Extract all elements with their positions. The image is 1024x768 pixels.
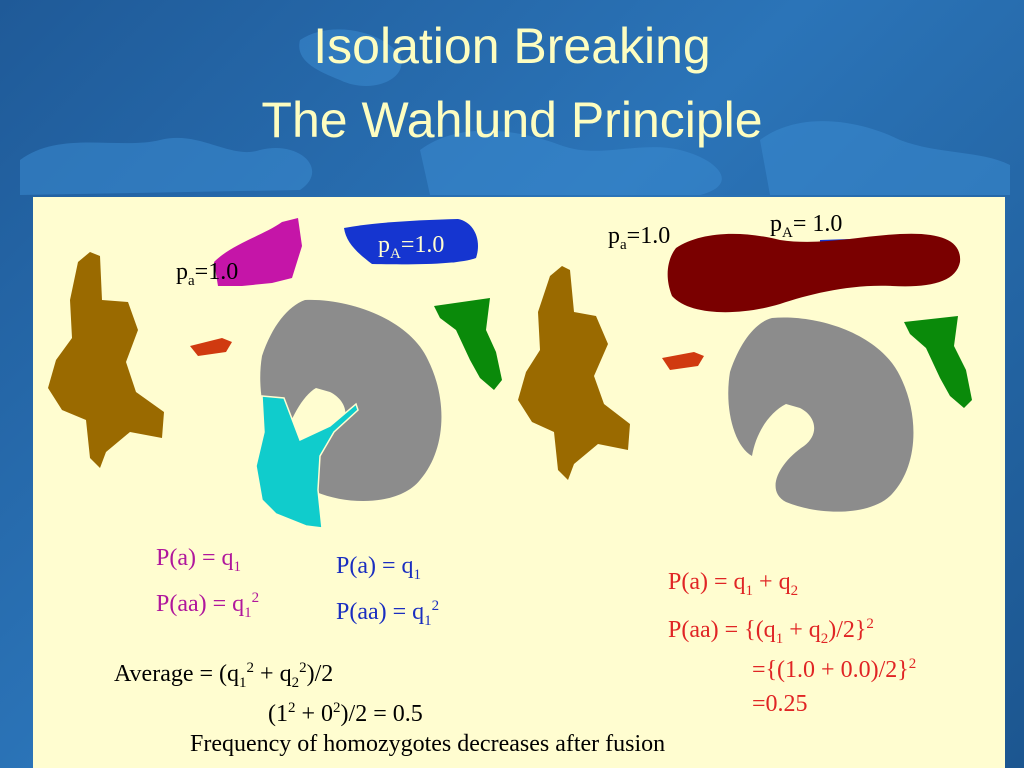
- average-line1: Average = (q12 + q22)/2: [114, 654, 333, 697]
- pA-right-label: pA= 1.0: [770, 210, 842, 247]
- avg-l1-sub2: 2: [291, 674, 300, 691]
- red-l1-b: + q: [753, 569, 791, 595]
- magenta-eq-l2-text: P(aa) = q: [156, 591, 245, 617]
- avg-l1-sup2: 2: [299, 660, 307, 676]
- magenta-eq-l2-sub: 1: [244, 604, 252, 621]
- cyan-population-region: [255, 395, 359, 529]
- magenta-eq-line1: P(a) = q1: [156, 544, 241, 581]
- blue-population-region: [344, 219, 478, 265]
- magenta-population-region: [214, 218, 302, 286]
- red-eq-line2: P(aa) = {(q1 + q2)/2}2: [668, 610, 874, 653]
- green-population-region: [434, 298, 502, 390]
- avg-l1-a: Average = (q: [114, 661, 240, 687]
- blue-eq-l2-sub: 1: [424, 612, 432, 629]
- red-l1-a: P(a) = q: [668, 569, 746, 595]
- red-eq-line3: ={(1.0 + 0.0)/2}2: [752, 650, 916, 684]
- orange-population-region: [190, 338, 232, 356]
- pA-right-value: = 1.0: [792, 211, 843, 237]
- pA-left-label: pA=1.0: [378, 231, 444, 268]
- blue-eq-line1: P(a) = q1: [336, 552, 421, 589]
- blue-eq-l2-text: P(aa) = q: [336, 599, 425, 625]
- red-l3-sup: 2: [908, 656, 917, 672]
- red-l2-a: P(aa) = {(q: [668, 617, 776, 643]
- red-l2-b: + q: [783, 617, 821, 643]
- pa-right-label: pa=1.0: [608, 222, 670, 259]
- pa-left-label: pa=1.0: [176, 258, 238, 295]
- avg-l1-b: + q: [254, 661, 292, 687]
- blue-eq-l1-text: P(a) = q: [336, 553, 414, 579]
- red-l2-c: )/2}: [828, 617, 867, 643]
- maroon-merged-population-region: [667, 233, 961, 313]
- blue-eq-line2: P(aa) = q12: [336, 592, 439, 635]
- avg-l2-sup1: 2: [288, 700, 296, 716]
- red-l1-sub1: 1: [745, 582, 754, 599]
- pa-right-sub: a: [620, 236, 627, 253]
- pA-right-base: p: [770, 211, 782, 237]
- pA-left-sub: A: [390, 245, 401, 262]
- avg-l1-c: )/2: [306, 661, 334, 687]
- avg-l1-sup1: 2: [246, 660, 255, 676]
- average-line2: (12 + 02)/2 = 0.5: [268, 694, 423, 728]
- gray-population-region: [260, 299, 442, 502]
- avg-l2-a: (1: [268, 701, 288, 727]
- magenta-eq-l1-sub: 1: [233, 558, 242, 575]
- slide-title-line1: Isolation Breaking: [313, 18, 711, 74]
- pa-left-sub: a: [188, 272, 195, 289]
- green-population-region-2: [904, 316, 972, 408]
- avg-l2-c: )/2 = 0.5: [340, 701, 423, 727]
- red-l2-sub2: 2: [820, 630, 829, 647]
- blue-eq-l1-sub: 1: [413, 566, 422, 583]
- magenta-eq-l2-sup: 2: [251, 590, 260, 606]
- pA-right-sub: A: [782, 224, 793, 241]
- pa-right-base: p: [608, 223, 620, 249]
- avg-l1-sub1: 1: [239, 674, 247, 691]
- avg-l2-b: + 0: [295, 701, 334, 727]
- slide-title-line2: The Wahlund Principle: [261, 92, 763, 148]
- red-l2-sub1: 1: [775, 630, 784, 647]
- red-l2-sup: 2: [866, 616, 874, 632]
- red-l3-a: ={(1.0 + 0.0)/2}: [752, 657, 909, 683]
- pa-left-value: =1.0: [194, 259, 239, 285]
- magenta-eq-line2: P(aa) = q12: [156, 584, 259, 627]
- pA-left-base: p: [378, 232, 390, 258]
- avg-l2-sup2: 2: [333, 700, 341, 716]
- pa-left-base: p: [176, 259, 188, 285]
- magenta-eq-l1-text: P(a) = q: [156, 545, 234, 571]
- blue-eq-l2-sup: 2: [431, 598, 440, 614]
- world-map-background: [20, 29, 1010, 195]
- red-eq-line4: =0.25: [752, 691, 808, 717]
- brown-population-region: [48, 252, 164, 468]
- red-l1-sub2: 2: [790, 582, 799, 599]
- red-eq-line1: P(a) = q1 + q2: [668, 568, 798, 605]
- gray-population-region-2: [728, 317, 914, 512]
- brown-population-region-2: [518, 266, 630, 480]
- orange-population-region-2: [662, 352, 704, 370]
- pa-right-value: =1.0: [626, 223, 671, 249]
- conclusion-text: Frequency of homozygotes decreases after…: [190, 731, 666, 757]
- pA-left-value: =1.0: [400, 232, 445, 258]
